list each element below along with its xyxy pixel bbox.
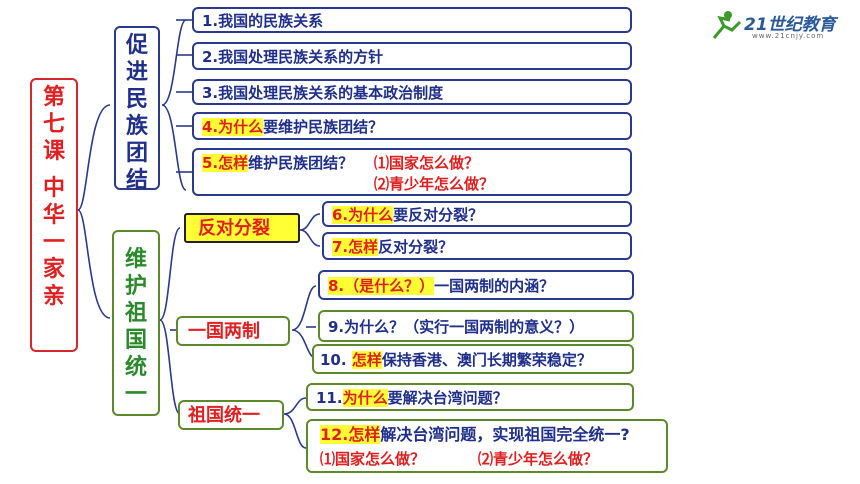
question-6-text: 6.为什么要反对分裂？ [332,206,484,224]
promote-unity-title: 促进民 族团结 [125,33,148,193]
promote-unity-box: 促进民 族团结 [114,26,160,193]
logo-text: 21世纪教育 [744,15,836,35]
logo-subtext: www.21cnjy.com [752,32,825,40]
topic-3-box: 3.我国处理民族关系的基本政治制度 [192,79,632,105]
question-7-text: 7.怎样反对分裂？ [332,238,454,256]
question-12-text: 12.怎样解决台湾问题，实现祖国完全统一? [320,425,630,444]
topic-5-sub-b: ⑵青少年怎么做？ [374,175,495,193]
question-11-box: 11.为什么要解决台湾问题？ [306,383,634,411]
question-8-box: 8.（是什么？）一国两制的内涵？ [318,270,634,300]
question-12-box: 12.怎样解决台湾问题，实现祖国完全统一? ⑴国家怎么做？ ⑵青少年怎么做？ [306,419,668,473]
question-12-sub-a: ⑴国家怎么做？ [320,450,426,468]
topic-4-highlight: 4.为什么 [202,118,264,136]
safeguard-unification-title: 维护祖 国统一 [124,247,147,407]
root-title: 第七课 中华一 家亲 [42,85,65,309]
topic-5-highlight: 5.怎样 [202,154,249,172]
safeguard-unification-box: 维护祖 国统一 [112,230,160,416]
one-country-label-box: 一国两制 [176,316,290,346]
question-9-text: 9.为什么？（实行一国两制的意义？） [328,318,585,336]
topic-1-text: 1.我国的民族关系 [202,12,324,30]
topic-1-box: 1.我国的民族关系 [192,7,632,33]
one-country-label: 一国两制 [188,321,260,342]
topic-2-text: 2.我国处理民族关系的方针 [202,48,384,66]
anti-split-label: 反对分裂 [198,218,270,239]
logo: 21世纪教育 www.21cnjy.com [706,8,856,44]
topic-5-text: 5.怎样维护民族团结？ [202,154,354,172]
question-8-text: 8.（是什么？）一国两制的内涵？ [328,277,555,295]
reunification-label: 祖国统一 [188,405,260,426]
question-12-sub-b: ⑵青少年怎么做？ [478,450,599,468]
reunification-label-box: 祖国统一 [178,400,284,430]
topic-4-box: 4.为什么要维护民族团结？ [192,112,632,140]
question-7-box: 7.怎样反对分裂？ [322,232,632,260]
topic-2-box: 2.我国处理民族关系的方针 [192,42,632,70]
topic-3-text: 3.我国处理民族关系的基本政治制度 [202,84,444,102]
anti-split-label-box: 反对分裂 [184,213,300,243]
topic-5-box: 5.怎样维护民族团结？ ⑴国家怎么做？ ⑵青少年怎么做？ [192,148,632,196]
runner-icon [712,11,742,39]
topic-5-sub-a: ⑴国家怎么做？ [374,154,480,172]
question-9-box: 9.为什么？（实行一国两制的意义？） [318,310,634,342]
root-box: 第七课 中华一 家亲 [30,78,78,352]
question-6-box: 6.为什么要反对分裂？ [322,201,632,227]
question-10-text: 10. 怎样保持香港、澳门长期繁荣稳定？ [320,351,592,369]
question-11-text: 11.为什么要解决台湾问题？ [316,389,508,407]
question-10-box: 10. 怎样保持香港、澳门长期繁荣稳定？ [312,344,634,374]
topic-4-text: 4.为什么要维护民族团结？ [202,118,384,136]
